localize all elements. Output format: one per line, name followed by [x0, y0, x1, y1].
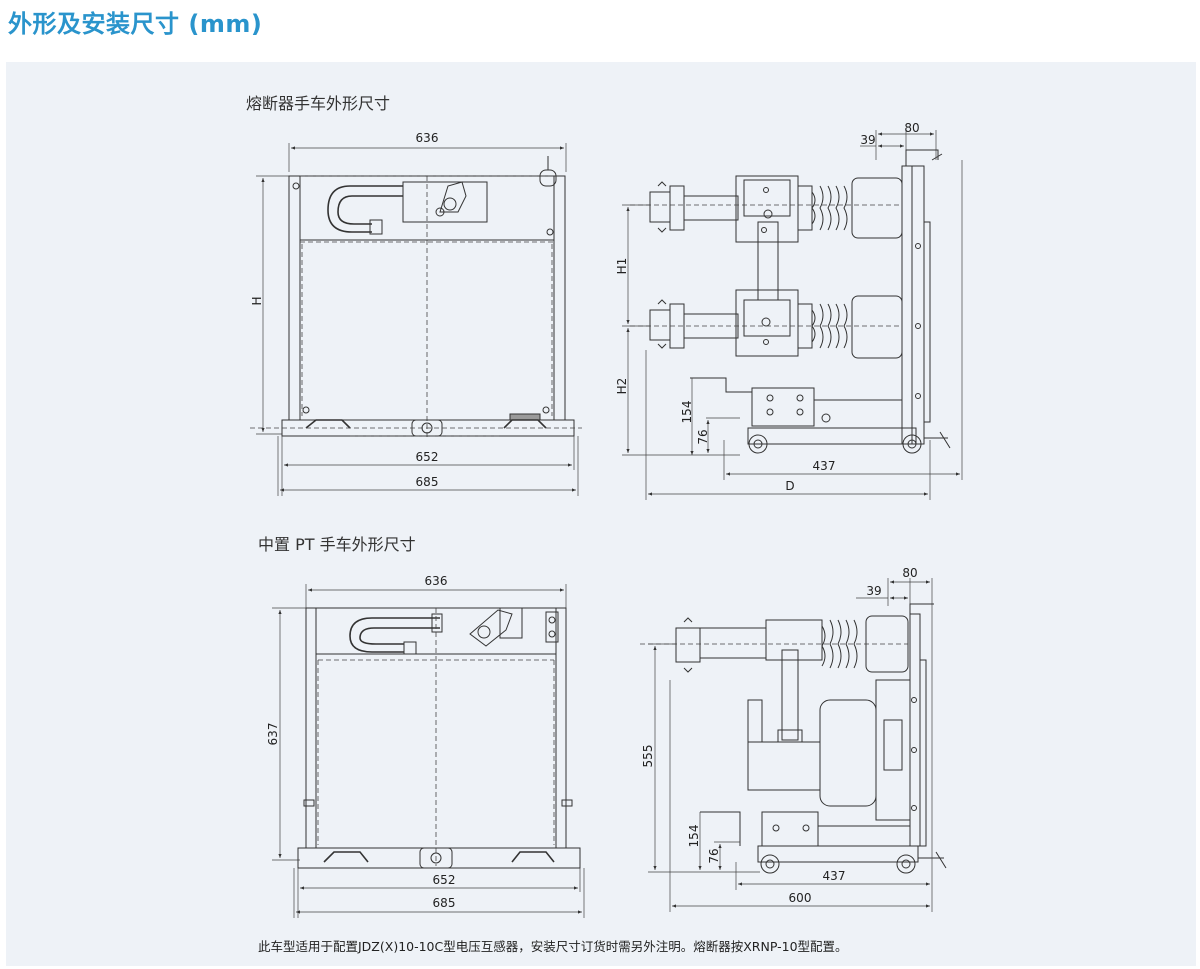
fuse-front-view: 636 H: [250, 131, 582, 496]
fuse-section-title: 熔断器手车外形尺寸: [246, 94, 391, 113]
drawing-panel: [6, 62, 1196, 966]
footnote: 此车型适用于配置JDZ(X)10-10C型电压互感器，安装尺寸订货时需另外注明。…: [258, 939, 848, 954]
fuse-front-dim-h: H: [250, 296, 264, 305]
pt-side-dim-39: 39: [866, 584, 881, 598]
pt-front-dim-637: 637: [266, 723, 280, 746]
pt-front-dim-636: 636: [425, 574, 448, 588]
fuse-side-dim-h2: H2: [615, 378, 629, 395]
pt-front-dim-652: 652: [433, 873, 456, 887]
fuse-side-dim-437: 437: [813, 459, 836, 473]
pt-front-view: 636 637 652: [266, 574, 585, 918]
pt-side-dim-76: 76: [707, 848, 721, 863]
fuse-side-view: 39 80: [615, 121, 963, 500]
fuse-front-dim-652: 652: [416, 450, 439, 464]
fuse-side-dim-154: 154: [680, 401, 694, 424]
pt-side-dim-600: 600: [789, 891, 812, 905]
fuse-front-dim-685: 685: [416, 475, 439, 489]
pt-side-dim-154: 154: [687, 825, 701, 848]
pt-side-dim-555: 555: [641, 745, 655, 768]
fuse-side-dim-h1: H1: [615, 258, 629, 275]
fuse-side-dim-80: 80: [904, 121, 919, 135]
pt-side-dim-80: 80: [902, 566, 917, 580]
fuse-side-dim-d: D: [785, 479, 794, 493]
fuse-side-dim-76: 76: [696, 429, 710, 444]
fuse-side-dim-39: 39: [860, 133, 875, 147]
fuse-front-dim-636: 636: [416, 131, 439, 145]
pt-side-dim-437: 437: [823, 869, 846, 883]
pt-front-dim-685: 685: [433, 896, 456, 910]
pt-section-title: 中置 PT 手车外形尺寸: [258, 535, 416, 554]
pt-side-view: 39 80: [640, 566, 947, 912]
page-title: 外形及安装尺寸 (mm): [8, 10, 263, 38]
